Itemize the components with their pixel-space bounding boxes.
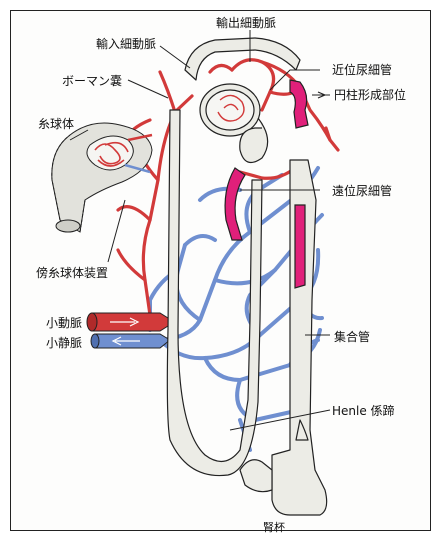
label-columnar-region: 円柱形成部位 xyxy=(334,88,406,102)
label-loop-of-henle: Henle 係蹄 xyxy=(332,404,395,418)
label-proximal-tubule: 近位尿細管 xyxy=(332,63,392,77)
small-vessels xyxy=(87,313,170,348)
label-glomerulus: 糸球体 xyxy=(38,117,74,131)
label-renal-calyx: 腎杯 xyxy=(263,521,285,535)
label-bowman-capsule: ボーマン嚢 xyxy=(62,74,122,88)
label-juxtaglomerular-apparatus: 傍糸球体装置 xyxy=(36,266,108,280)
label-distal-tubule: 遠位尿細管 xyxy=(332,184,392,198)
label-small-artery: 小動脈 xyxy=(46,316,82,330)
label-collecting-duct: 集合管 xyxy=(334,330,370,344)
venous-network xyxy=(100,168,322,450)
label-afferent-arteriole: 輸入細動脈 xyxy=(96,37,156,51)
label-small-vein: 小静脈 xyxy=(46,336,82,350)
label-efferent-arteriole: 輸出細動脈 xyxy=(216,16,276,30)
glomerulus-detail xyxy=(52,123,152,232)
